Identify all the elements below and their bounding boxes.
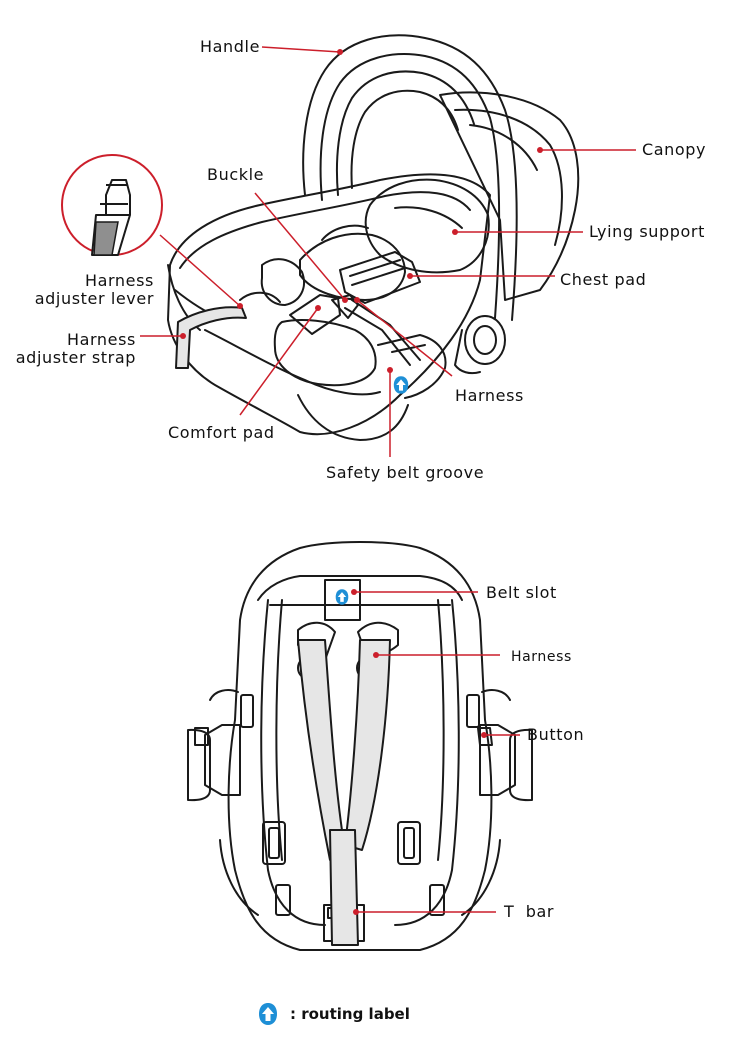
label-harness-adjuster-strap: Harness adjuster strap — [15, 330, 136, 367]
harness-adjuster-strap-shape — [175, 306, 247, 369]
label-buckle: Buckle — [207, 165, 265, 184]
label-button: Button — [527, 725, 585, 744]
handle-shape — [302, 34, 518, 321]
label-canopy: Canopy — [642, 140, 707, 159]
lower-leader-dots — [351, 589, 487, 915]
label-safety-belt-groove: Safety belt groove — [326, 463, 485, 482]
back-harness-straps — [297, 639, 391, 946]
lying-support-shape — [364, 178, 490, 274]
upper-leader-dots — [180, 49, 543, 373]
canopy-shape — [439, 91, 580, 301]
label-belt-slot: Belt slot — [486, 583, 557, 602]
belt-slot-routing-icon — [335, 589, 349, 605]
upper-leader-lines — [140, 46, 636, 457]
label-harness-lower: Harness — [511, 649, 572, 665]
label-comfort-pad: Comfort pad — [168, 423, 275, 442]
routing-label-icon — [393, 376, 409, 394]
label-chest-pad: Chest pad — [560, 270, 647, 289]
legend-routing-icon — [259, 1003, 277, 1025]
label-lying-support: Lying support — [589, 222, 705, 241]
harness-adjuster-lever-detail — [61, 154, 163, 256]
label-harness-upper: Harness — [455, 386, 524, 405]
seat-shell — [167, 173, 491, 436]
car-seat-back-view — [187, 541, 533, 951]
legend-text: : routing label — [290, 1005, 410, 1023]
car-seat-side-view — [167, 34, 580, 441]
label-t-bar: T bar — [504, 902, 555, 921]
label-handle: Handle — [200, 37, 261, 56]
lower-leader-lines — [354, 591, 520, 913]
chest-pad-shape — [339, 251, 421, 304]
label-harness-adjuster-lever: Harness adjuster lever — [34, 271, 154, 308]
